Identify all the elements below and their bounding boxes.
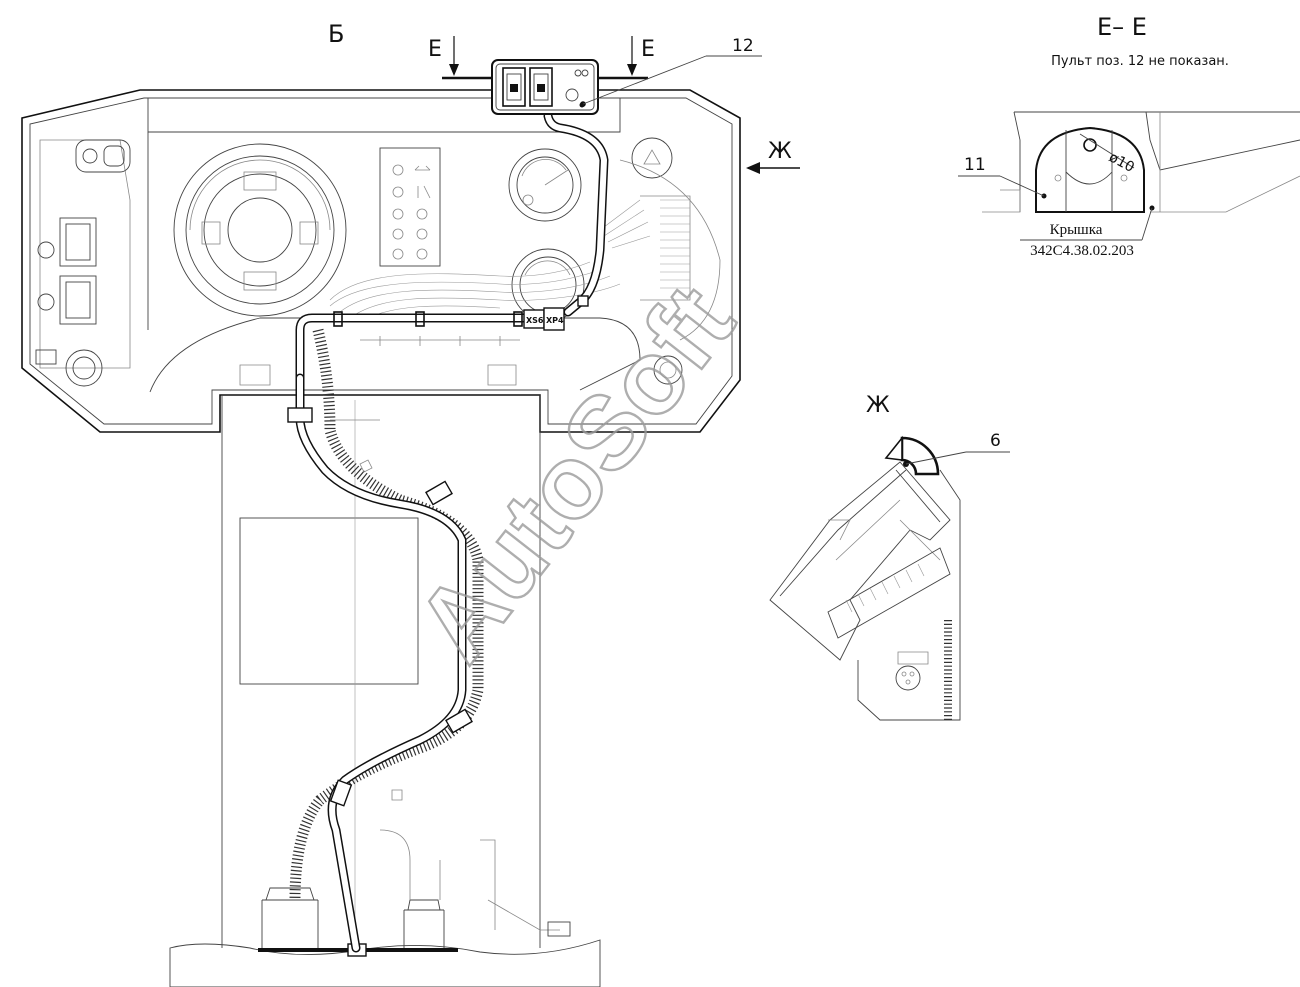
cover-part-number: 342С4.38.02.203 bbox=[1030, 243, 1134, 259]
connector-xs6: XS6 bbox=[526, 316, 544, 325]
callout-12 bbox=[580, 55, 762, 107]
view-zh-arrow-label: Ж bbox=[768, 139, 792, 164]
view-zh-label: Ж bbox=[866, 393, 890, 418]
callout-number-6: 6 bbox=[990, 431, 1001, 451]
cover-label: Крышка bbox=[1050, 222, 1103, 238]
section-note: Пульт поз. 12 не показан. bbox=[1051, 54, 1229, 69]
view-zh bbox=[769, 435, 1010, 721]
section-cut-label-right: Е bbox=[641, 37, 655, 62]
panel-12-cable bbox=[543, 111, 609, 317]
section-e-arrows bbox=[442, 36, 648, 80]
view-zh-arrow bbox=[746, 162, 800, 174]
section-cut-label-left: Е bbox=[428, 37, 442, 62]
control-panel-12 bbox=[491, 59, 599, 115]
callout-number-11: 11 bbox=[964, 155, 986, 175]
section-e-e bbox=[958, 111, 1300, 241]
callout-number-12: 12 bbox=[732, 36, 754, 56]
main-harness bbox=[287, 328, 484, 953]
watermark: AutoSoft bbox=[395, 265, 757, 682]
view-label-b: Б bbox=[328, 20, 344, 48]
section-title: Е– Е bbox=[1097, 13, 1147, 41]
dashboard-panel bbox=[21, 89, 741, 433]
connector-xp4: XP4 bbox=[546, 316, 564, 325]
